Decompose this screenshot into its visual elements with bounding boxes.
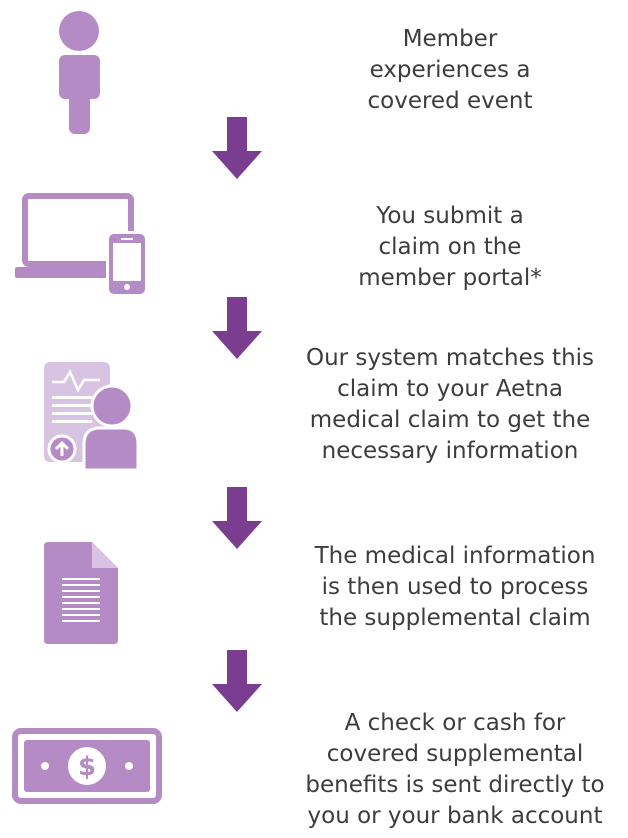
svg-text:$: $ (78, 752, 96, 782)
laptop-phone-icon (15, 193, 148, 297)
step-text-line: necessary information (321, 438, 579, 464)
document-person-icon (44, 362, 140, 472)
step-1-text: Member experiences a covered event (340, 24, 560, 117)
step-text-line: Member (402, 26, 498, 52)
step-2-text: You submit a claim on the member portal* (340, 201, 560, 294)
dollar-bill-icon: $ (12, 728, 162, 804)
step-text-line: claim on the (378, 234, 522, 260)
step-text-line: experiences a (369, 57, 531, 83)
step-text-line: claim to your Aetna (337, 376, 563, 402)
down-arrow-icon (212, 297, 262, 359)
step-text-line: the supplemental claim (319, 605, 591, 631)
step-text-line: A check or cash for (344, 710, 566, 736)
step-text-line: is then used to process (321, 574, 589, 600)
step-text-line: You submit a (376, 203, 524, 229)
step-4-text: The medical information is then used to … (285, 541, 625, 634)
step-text-line: member portal* (358, 265, 542, 291)
step-text-line: you or your bank account (307, 803, 603, 829)
step-text-line: covered supplemental (326, 741, 584, 767)
step-text-line: The medical information (314, 543, 596, 569)
down-arrow-icon (212, 487, 262, 549)
down-arrow-icon (212, 650, 262, 712)
step-text-line: covered event (367, 88, 533, 114)
step-5-text: A check or cash for covered supplemental… (285, 708, 625, 832)
document-icon (44, 542, 118, 644)
down-arrow-icon (212, 117, 262, 179)
step-text-line: benefits is sent directly to (305, 772, 605, 798)
person-icon (59, 11, 100, 134)
step-text-line: medical claim to get the (309, 407, 591, 433)
step-3-text: Our system matches this claim to your Ae… (280, 343, 620, 467)
step-text-line: Our system matches this (305, 345, 595, 371)
